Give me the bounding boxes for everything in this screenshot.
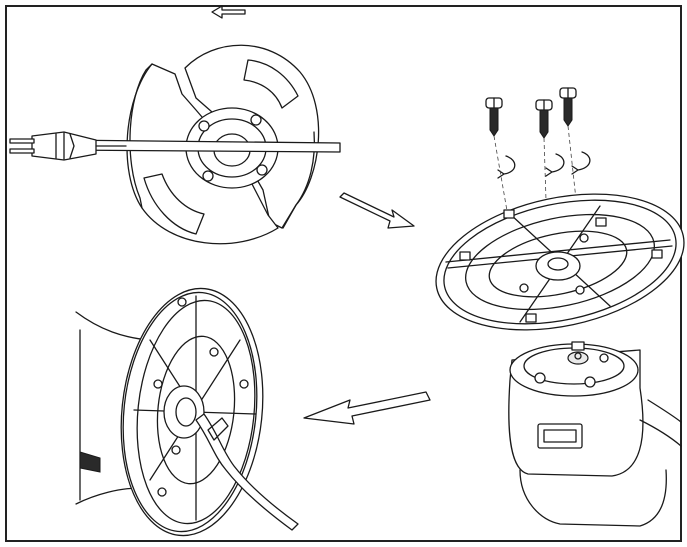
step3-mounted-reel (75, 287, 299, 537)
drive-shaft (567, 351, 589, 365)
reel-cord (195, 413, 299, 531)
rotate-arrow-icon (497, 155, 516, 179)
rotate-arrow-icon (571, 151, 591, 175)
rotate-arrow-icon (545, 153, 565, 177)
plate-boss (535, 251, 581, 281)
step2-plate-screws (435, 87, 685, 331)
power-plug (9, 131, 97, 161)
screw (485, 97, 503, 137)
arrow-down-left-icon (303, 391, 431, 425)
screw (559, 87, 577, 127)
hub-hole (256, 164, 268, 176)
vent-slots (79, 451, 101, 473)
reel-hub (163, 385, 205, 439)
arrow-down-right-icon (339, 192, 415, 229)
hub-hole (250, 114, 262, 126)
figure-frame (5, 5, 682, 542)
step1-split-disc (9, 5, 341, 245)
motor-housing (508, 341, 682, 527)
screw (535, 99, 553, 139)
hub-hole (202, 170, 214, 182)
arrow-left-icon (211, 5, 246, 19)
hub-hole (198, 120, 210, 132)
